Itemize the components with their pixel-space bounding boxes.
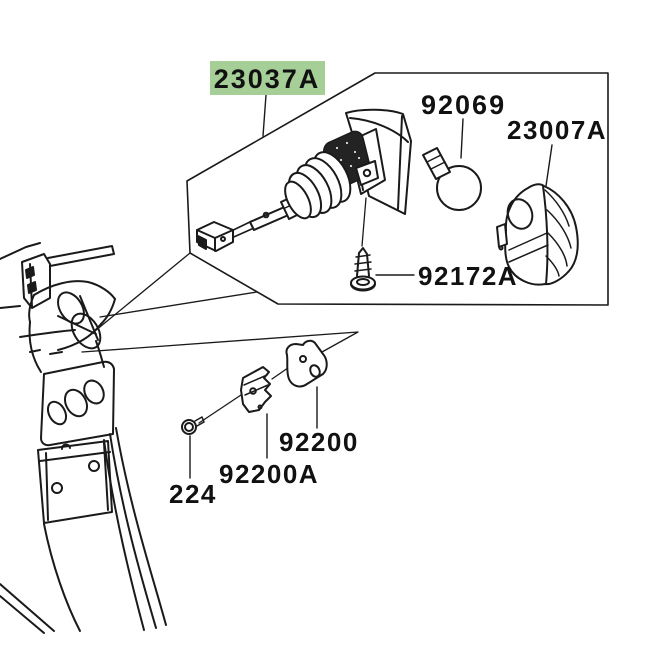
left-edge-line — [0, 305, 21, 309]
bulb-base-ribs — [426, 154, 446, 170]
frame-slot — [25, 266, 35, 279]
fender-strip — [115, 427, 167, 626]
line-art-root — [0, 72, 609, 634]
lens-drawing — [496, 183, 579, 286]
lens-rib — [546, 209, 572, 249]
taillight-cutout — [46, 400, 68, 426]
plate-bracket-folds — [39, 442, 111, 521]
lens-tab — [496, 223, 508, 248]
fender-strip — [0, 583, 55, 634]
part-label-bolt: 224 — [169, 479, 217, 509]
cowl-right-edge — [100, 298, 116, 325]
label-leader-lines — [189, 94, 553, 479]
screw-threads — [354, 254, 372, 272]
fender-strip — [109, 433, 157, 629]
bracket-dot — [257, 404, 263, 410]
cowl-lower-sweep — [19, 329, 76, 338]
lens-rib — [547, 232, 568, 267]
fender-strip — [103, 439, 145, 631]
cowl-bottom-curve — [57, 323, 102, 351]
screw-head-flange — [350, 283, 376, 292]
seat-rail-lines — [47, 245, 115, 267]
rod-pin — [262, 211, 270, 219]
cowl-panel-connector — [28, 321, 42, 373]
lower-hardware-drawing — [181, 339, 328, 435]
highlight-box — [210, 61, 325, 95]
connector-tip — [197, 235, 207, 250]
location-pointer-line — [99, 291, 258, 318]
frame-slot — [27, 281, 37, 294]
part-label-lens: 23007A — [507, 115, 607, 145]
turn-signal-assembly-drawing — [196, 108, 412, 252]
subframe-lines — [0, 242, 41, 260]
wire-connector-edges — [196, 229, 234, 252]
screw-drawing — [350, 197, 376, 292]
part-labels: 23037A 92069 23007A 92172A 92200 92200A … — [169, 61, 607, 509]
screw-tab — [355, 160, 379, 186]
mount-flag-crease — [349, 117, 409, 143]
rubber-boot-ribs — [284, 151, 352, 220]
lens-rib — [545, 255, 560, 277]
signal-mount-boss — [70, 312, 102, 350]
lens-rib — [544, 189, 570, 227]
lens-highlight-oval — [506, 198, 534, 230]
plate-slot — [309, 364, 321, 378]
part-label-bracket: 92200A — [219, 459, 319, 489]
location-pointer-line — [81, 331, 359, 358]
lens-outline — [504, 183, 579, 286]
frame-tower — [21, 253, 51, 309]
screw-tab-hole — [362, 168, 372, 178]
part-label-plate: 92200 — [279, 427, 359, 457]
bracket-hole — [88, 460, 100, 472]
plate-hole — [299, 355, 307, 363]
connector-pin-hole — [220, 236, 226, 242]
lens-face-lines — [508, 232, 549, 263]
assembly-outline-box — [186, 72, 609, 306]
bolt-head-inner — [184, 422, 194, 432]
bracket-bump — [61, 443, 71, 450]
cowl-left-edge — [28, 294, 35, 323]
bolt-shank — [194, 416, 205, 427]
bulb-globe — [436, 165, 482, 211]
cowl-top-edge — [33, 280, 116, 300]
lens-tab-dot — [498, 245, 504, 251]
lens-ridge — [542, 185, 549, 285]
bracket-hole — [249, 387, 257, 395]
taillight-cutout — [83, 379, 105, 405]
part-label-screw: 92172A — [418, 261, 518, 291]
signal-mount-boss — [57, 291, 85, 325]
part-label-assembly: 23037A — [214, 64, 321, 94]
plate-92200 — [285, 339, 328, 388]
motorcycle-tail-drawing — [0, 242, 167, 634]
taillight-cutout — [63, 388, 89, 418]
bolt-pointer-line — [198, 392, 245, 424]
fender-strip — [43, 523, 81, 632]
boss-to-panel-line — [95, 340, 105, 368]
bulb-base — [422, 147, 451, 180]
screw-head-dome — [356, 278, 370, 286]
bracket-hole — [51, 482, 63, 494]
plate-bracket — [37, 440, 113, 524]
part-label-bulb: 92069 — [421, 90, 506, 120]
location-pointer-line — [94, 252, 191, 332]
screw-pointer-line — [361, 197, 367, 247]
bulb-drawing — [422, 147, 482, 211]
boss-detail-lines — [57, 295, 99, 341]
taillight-panel — [40, 360, 115, 447]
mount-flag-crease — [397, 115, 403, 210]
